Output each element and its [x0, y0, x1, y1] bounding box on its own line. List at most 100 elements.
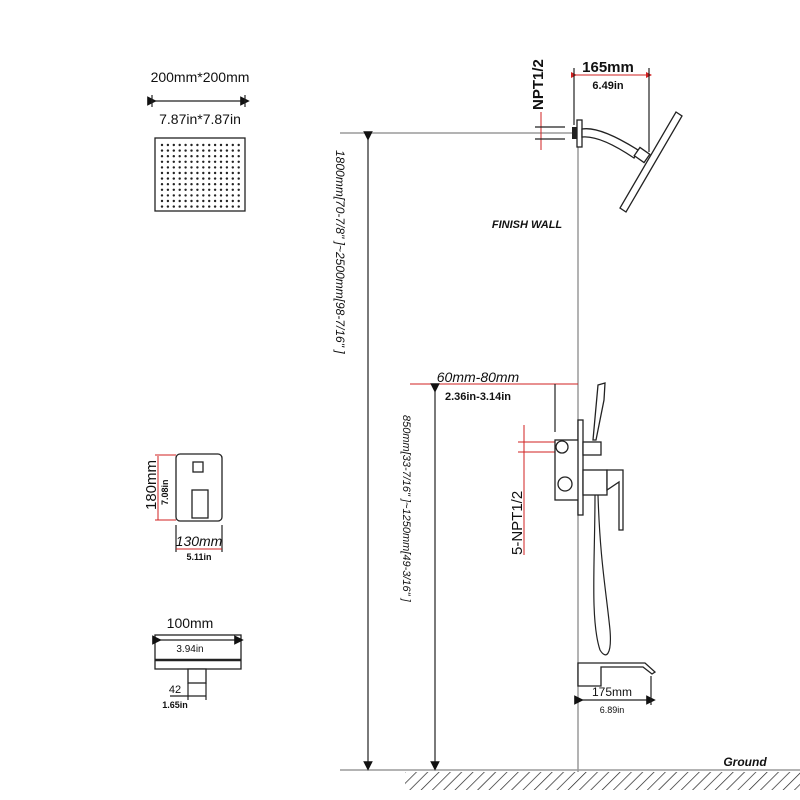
- nozzle-dot: [208, 194, 211, 197]
- nozzle-dot: [237, 160, 240, 163]
- nozzle-dot: [219, 171, 223, 175]
- nozzle-dot: [190, 160, 193, 163]
- nozzle-dot: [213, 166, 217, 169]
- nozzle-dot: [172, 160, 175, 163]
- nozzle-dot: [202, 194, 205, 197]
- nozzle-dot: [178, 194, 181, 197]
- nozzle-dot: [219, 149, 223, 152]
- nozzle-grid: [160, 143, 240, 208]
- nozzle-dot: [231, 155, 234, 158]
- nozzle-dot: [202, 177, 205, 180]
- nozzle-dot: [178, 177, 181, 180]
- nozzle-dot: [184, 149, 187, 152]
- nozzle-dot: [219, 177, 223, 180]
- nozzle-dot: [184, 194, 187, 197]
- nozzle-dot: [202, 166, 205, 169]
- nozzle-dot: [225, 199, 229, 203]
- trim-width-mm: 130mm: [176, 533, 223, 549]
- nozzle-dot: [166, 199, 170, 203]
- nozzle-dot: [184, 183, 187, 186]
- nozzle-dot: [178, 143, 181, 147]
- head-inlet-label: NPT1/2: [530, 59, 547, 110]
- nozzle-dot: [160, 166, 164, 169]
- nozzle-dot: [225, 171, 229, 175]
- nozzle-dot: [172, 199, 175, 203]
- nozzle-dot: [231, 177, 234, 180]
- nozzle-dot: [166, 188, 170, 191]
- nozzle-dot: [196, 194, 199, 197]
- ground-hatching: [405, 772, 800, 790]
- nozzle-dot: [184, 205, 187, 208]
- nozzle-dot: [231, 166, 234, 169]
- nozzle-dot: [231, 160, 234, 163]
- trim-width-in: 5.11in: [186, 552, 211, 562]
- nozzle-dot: [237, 177, 240, 180]
- nozzle-dot: [190, 155, 193, 158]
- nozzle-dot: [172, 194, 175, 197]
- arm-projection-mm: 165mm: [582, 59, 634, 76]
- nozzle-dot: [160, 188, 164, 191]
- nozzle-dot: [219, 143, 223, 147]
- nozzle-dot: [172, 143, 175, 147]
- nozzle-dot: [231, 194, 234, 197]
- nozzle-dot: [231, 149, 234, 152]
- hand-shower: [592, 382, 606, 441]
- head-size-mm: 200mm*200mm: [151, 69, 250, 85]
- nozzle-dot: [208, 149, 211, 152]
- spout-width-in: 3.94in: [176, 644, 203, 655]
- nozzle-dot: [196, 199, 199, 203]
- nozzle-dot: [178, 160, 181, 163]
- nozzle-dot: [166, 177, 170, 180]
- nozzle-dot: [231, 199, 234, 203]
- nozzle-dot: [196, 177, 199, 180]
- nozzle-dot: [178, 199, 181, 203]
- nozzle-dot: [196, 160, 199, 163]
- nozzle-dot: [231, 183, 234, 186]
- nozzle-dot: [225, 160, 229, 163]
- nozzle-dot: [190, 188, 193, 191]
- nozzle-dot: [219, 166, 223, 169]
- nozzle-dot: [202, 183, 205, 186]
- nozzle-dot: [196, 149, 199, 152]
- nozzle-dot: [202, 171, 205, 175]
- nozzle-dot: [184, 166, 187, 169]
- nozzle-dot: [213, 155, 217, 158]
- square-shower-head: [154, 137, 246, 212]
- nozzle-dot: [202, 199, 205, 203]
- nozzle-dot: [202, 155, 205, 158]
- nozzle-dot: [178, 155, 181, 158]
- nozzle-dot: [208, 155, 211, 158]
- rain-head-side: [619, 111, 683, 213]
- tub-spout-side: [577, 662, 657, 687]
- spout-outlet-mm: 42: [169, 684, 181, 696]
- nozzle-dot: [237, 155, 240, 158]
- nozzle-dot: [184, 171, 187, 175]
- nozzle-dot: [160, 205, 164, 208]
- hose: [593, 494, 611, 656]
- nozzle-dot: [237, 149, 240, 152]
- nozzle-dot: [190, 177, 193, 180]
- nozzle-dot: [225, 143, 229, 147]
- nozzle-dot: [160, 160, 164, 163]
- nozzle-dot: [160, 149, 164, 152]
- nozzle-dot: [196, 171, 199, 175]
- nozzle-dot: [219, 194, 223, 197]
- nozzle-dot: [196, 155, 199, 158]
- nozzle-dot: [166, 160, 170, 163]
- nozzle-dot: [219, 205, 223, 208]
- nozzle-dot: [178, 166, 181, 169]
- nozzle-dot: [231, 205, 234, 208]
- nozzle-dot: [190, 194, 193, 197]
- nozzle-dot: [208, 160, 211, 163]
- nozzle-dot: [166, 205, 170, 208]
- nozzle-dot: [178, 149, 181, 152]
- nozzle-dot: [160, 171, 164, 175]
- nozzle-dot: [219, 155, 223, 158]
- nozzle-dot: [196, 166, 199, 169]
- nozzle-dot: [213, 199, 217, 203]
- nozzle-dot: [196, 143, 199, 147]
- nozzle-dot: [213, 143, 217, 147]
- spout-width-mm: 100mm: [167, 615, 214, 631]
- nozzle-dot: [219, 188, 223, 191]
